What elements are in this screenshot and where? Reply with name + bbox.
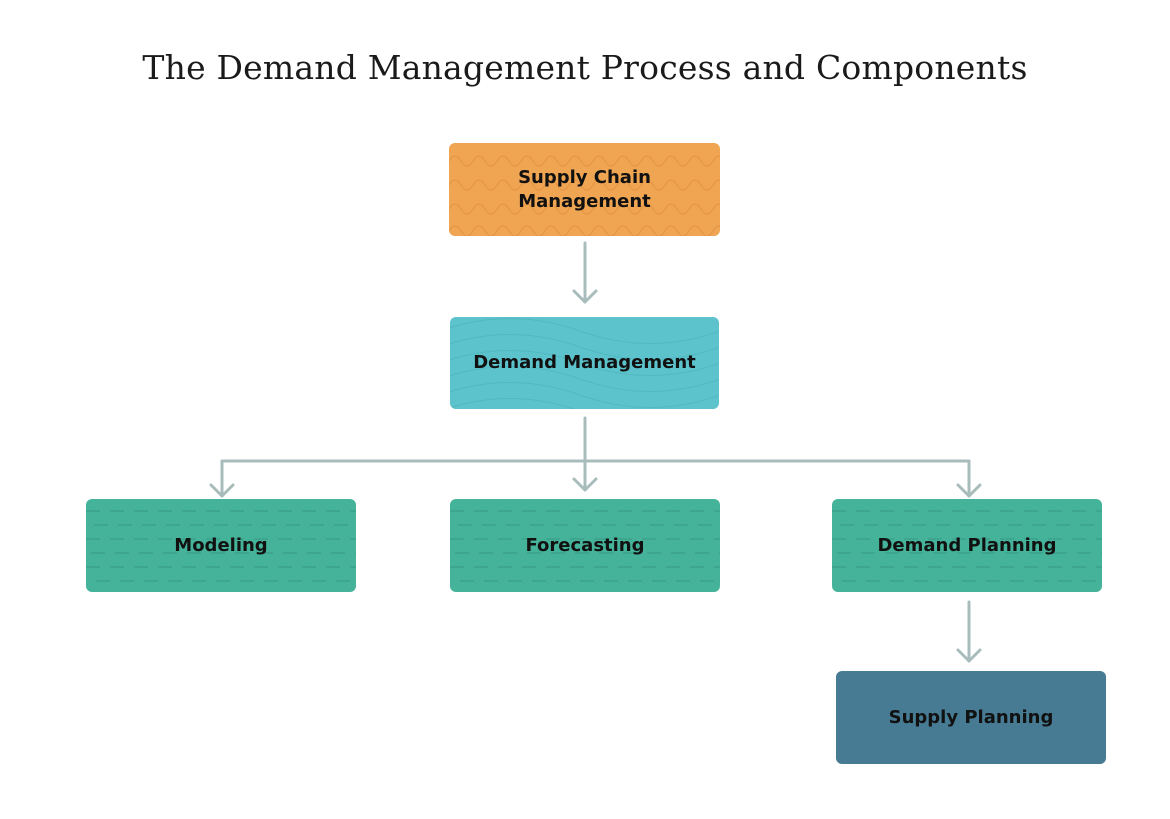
edge-dm-to-forecasting — [572, 459, 598, 492]
node-forecasting: Forecasting — [450, 499, 720, 592]
edge-dp-to-sp — [956, 600, 982, 663]
node-supply-planning: Supply Planning — [836, 671, 1106, 764]
node-label: Forecasting — [525, 534, 645, 556]
dash-texture — [86, 510, 356, 582]
node-demand-planning: Demand Planning — [832, 499, 1102, 592]
edge-dm-to-modeling — [209, 459, 235, 498]
wave-texture — [449, 155, 720, 236]
node-label: Supply Chain Management — [518, 166, 651, 212]
diagram-title: The Demand Management Process and Compon… — [142, 48, 1028, 87]
dash-texture — [832, 510, 1102, 582]
node-supply-chain-management: Supply Chain Management — [449, 143, 720, 236]
arc-texture — [450, 318, 719, 409]
node-demand-management: Demand Management — [450, 317, 719, 409]
node-modeling: Modeling — [86, 499, 356, 592]
node-label: Supply Planning — [888, 706, 1054, 728]
node-label: Demand Management — [473, 352, 696, 373]
edge-scm-to-dm — [572, 241, 598, 304]
edge-dm-to-demand-planning — [956, 459, 982, 498]
node-label: Demand Planning — [877, 534, 1057, 556]
dash-texture — [450, 510, 720, 582]
node-label: Modeling — [174, 534, 268, 556]
edge-dm-branch — [220, 416, 971, 463]
